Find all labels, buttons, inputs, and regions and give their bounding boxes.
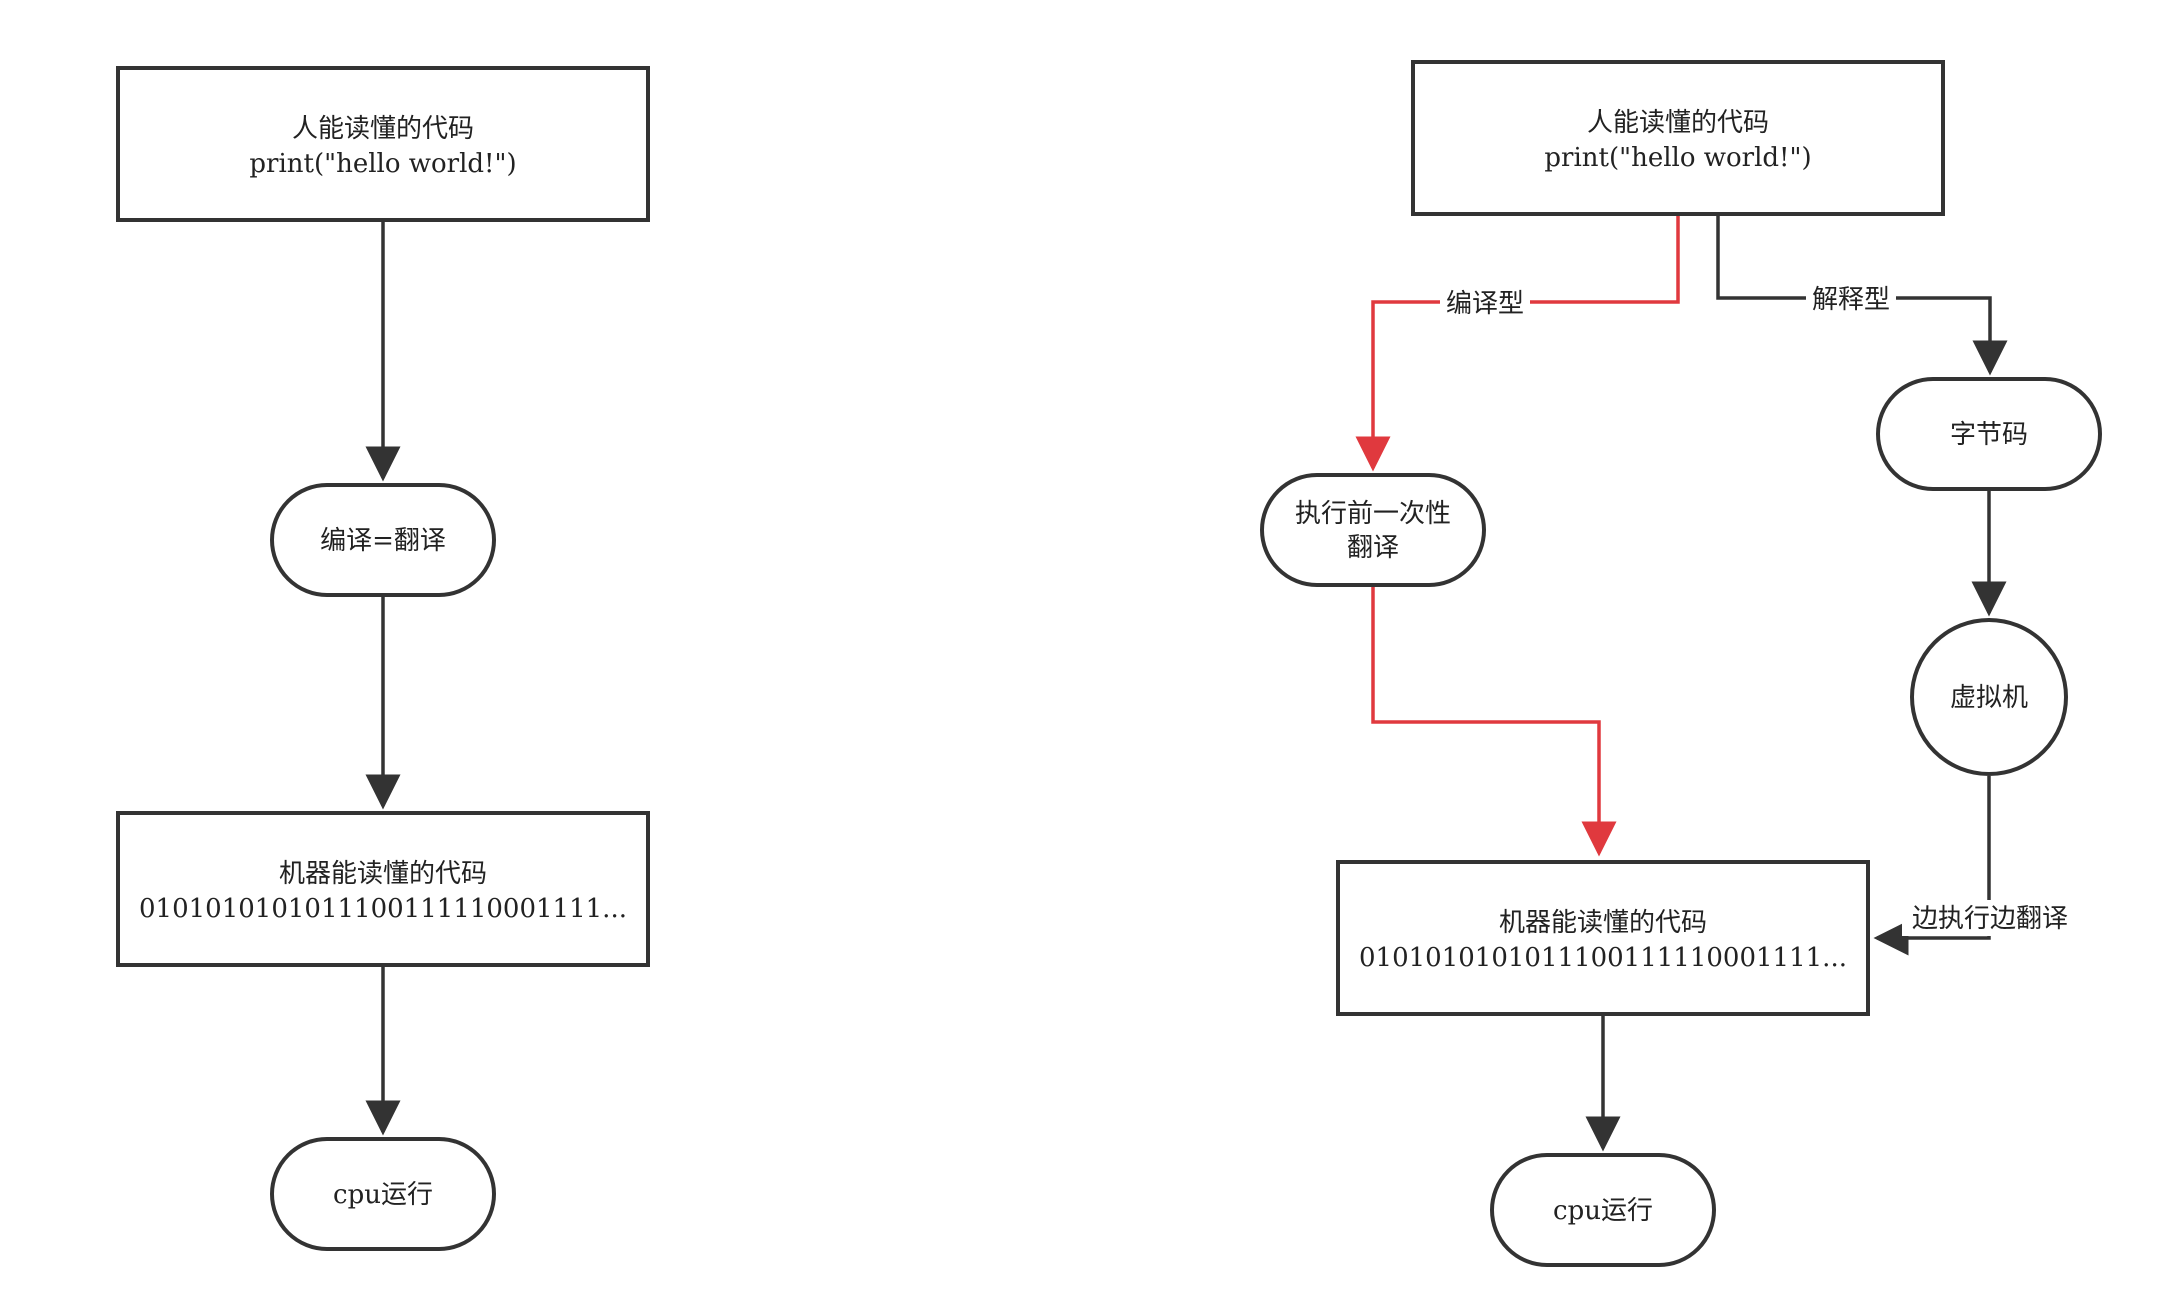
right-interpreted-edge-label: 解释型 xyxy=(1812,285,1890,315)
left-cpu-node: cpu运行 xyxy=(270,1137,496,1251)
right-compiled-label-bg xyxy=(1440,285,1530,319)
left-flowchart: 人能读懂的代码 print("hello world!") 编译=翻译 机器能读… xyxy=(116,66,650,1251)
right-arrow-vm-to-machine xyxy=(1873,776,1991,956)
right-source-code-example: print("hello world!") xyxy=(1544,143,1811,173)
left-compile-label: 编译=翻译 xyxy=(320,526,446,556)
left-source-code-node: 人能读懂的代码 print("hello world!") xyxy=(116,66,650,222)
right-precompile-line2: 翻译 xyxy=(1347,533,1399,563)
left-machine-code-example: 0101010101011100111110001111... xyxy=(139,894,627,924)
right-bytecode-label: 字节码 xyxy=(1950,420,2028,450)
right-vm-node: 虚拟机 xyxy=(1910,618,2068,776)
right-vm-label: 虚拟机 xyxy=(1950,683,2028,713)
right-flowchart: 人能读懂的代码 print("hello world!") 编译型 解释型 执行… xyxy=(1260,60,2102,1267)
right-machine-code-title: 机器能读懂的代码 xyxy=(1499,908,1707,938)
right-compiled-edge-label: 编译型 xyxy=(1446,289,1524,319)
right-cpu-node: cpu运行 xyxy=(1490,1153,1716,1267)
right-bytecode-node: 字节码 xyxy=(1876,377,2102,491)
right-source-code-node: 人能读懂的代码 print("hello world!") xyxy=(1411,60,1945,216)
left-source-code-title: 人能读懂的代码 xyxy=(292,114,474,144)
right-interpreted-label-bg xyxy=(1806,281,1896,315)
right-cpu-label: cpu运行 xyxy=(1553,1196,1653,1226)
right-machine-code-node: 机器能读懂的代码 0101010101011100111110001111... xyxy=(1336,860,1870,1016)
right-source-code-title: 人能读懂的代码 xyxy=(1587,108,1769,138)
right-interpret-edge-label: 边执行边翻译 xyxy=(1912,904,2068,934)
right-machine-code-example: 0101010101011100111110001111... xyxy=(1359,943,1847,973)
left-cpu-label: cpu运行 xyxy=(333,1180,433,1210)
right-precompile-line1: 执行前一次性 xyxy=(1295,499,1451,529)
left-source-code-example: print("hello world!") xyxy=(249,149,516,179)
left-compile-node: 编译=翻译 xyxy=(270,483,496,597)
left-machine-code-node: 机器能读懂的代码 0101010101011100111110001111... xyxy=(116,811,650,967)
right-arrow-precompile-to-machine xyxy=(1371,587,1617,857)
right-interpret-label-bg xyxy=(1902,900,2078,936)
right-arrow-compiled-branch xyxy=(1355,216,1680,472)
left-machine-code-title: 机器能读懂的代码 xyxy=(279,859,487,889)
right-precompile-node: 执行前一次性 翻译 xyxy=(1260,473,1486,587)
